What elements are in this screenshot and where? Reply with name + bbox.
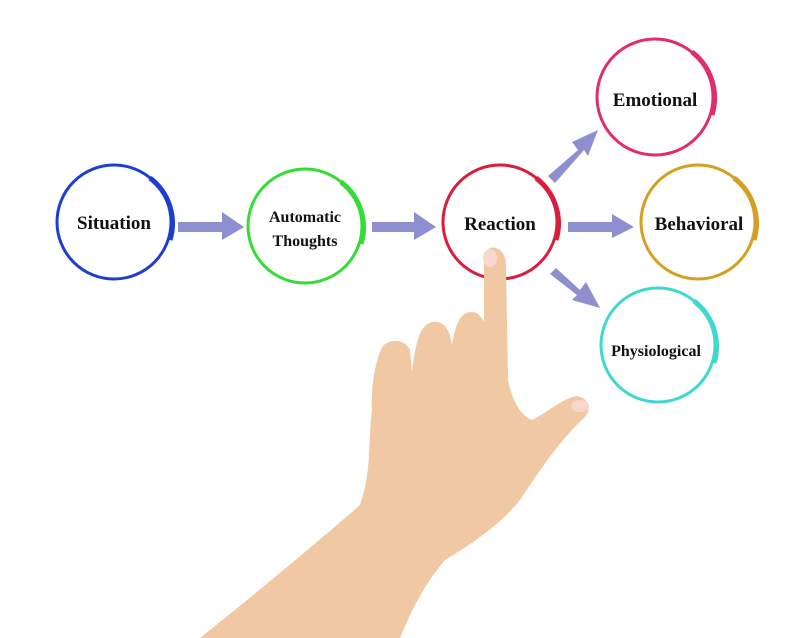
automatic-label: Automatic <box>269 209 341 226</box>
thoughts-label: Thoughts <box>273 233 338 250</box>
situation-label: Situation <box>77 213 151 234</box>
emotional-label: Emotional <box>613 90 697 111</box>
behavioral-label: Behavioral <box>655 214 744 235</box>
arrow-reaction-to-emotional <box>548 130 598 183</box>
node-physiological: Physiological <box>599 286 719 404</box>
node-behavioral: Behavioral <box>639 163 759 281</box>
node-automatic-thoughts: Automatic Thoughts <box>246 167 366 285</box>
node-situation: Situation <box>55 163 175 281</box>
arrow-thoughts-to-reaction <box>372 212 436 240</box>
node-emotional: Emotional <box>595 37 718 157</box>
arrows <box>178 130 634 308</box>
pointing-hand <box>200 247 589 638</box>
reaction-label: Reaction <box>464 214 536 235</box>
arrow-reaction-to-behavioral <box>568 214 634 238</box>
arrow-situation-to-thoughts <box>178 212 244 240</box>
arrow-reaction-to-physiological <box>550 268 600 308</box>
physiological-label: Physiological <box>611 343 701 360</box>
